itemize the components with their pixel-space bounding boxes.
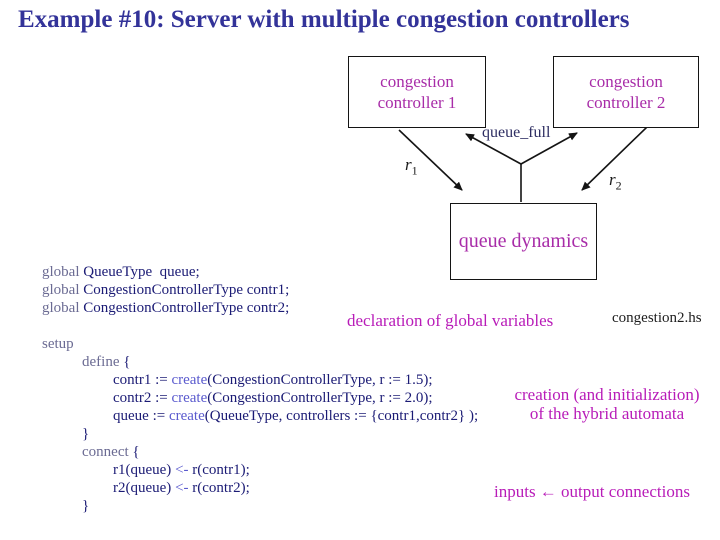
page-title: Example #10: Server with multiple conges… — [18, 6, 630, 33]
code-text: CongestionControllerType contr2; — [83, 300, 290, 316]
r2-label: r2 — [609, 170, 622, 193]
code-keyword: connect — [82, 444, 133, 460]
code-line: global QueueType queue; — [42, 263, 478, 281]
annotation-creation-line2: of the hybrid automata — [529, 404, 685, 423]
code-line: global CongestionControllerType contr2; — [42, 299, 478, 317]
code-text: r2(queue) — [113, 480, 176, 496]
code-line: } — [42, 497, 478, 515]
r2-base: r — [609, 170, 616, 189]
filename-label: congestion2.hs — [612, 310, 702, 326]
box-label-line: congestion — [380, 72, 454, 91]
queue-dynamics-box: queue dynamics — [450, 203, 597, 280]
code-line: setup — [42, 335, 478, 353]
code-keyword: define — [82, 354, 124, 370]
code-text: (CongestionControllerType, r := 2.0); — [207, 390, 433, 406]
box-label-line: queue dynamics — [458, 230, 589, 252]
code-text: r(contr1); — [192, 462, 250, 478]
code-keyword: global — [42, 282, 84, 298]
code-line: queue := create(QueueType, controllers :… — [42, 407, 478, 425]
code-builtin: create — [171, 390, 208, 406]
code-text: QueueType queue; — [83, 264, 200, 280]
code-keyword: global — [42, 300, 84, 316]
code-line: } — [42, 425, 478, 443]
code-text: queue := — [113, 408, 169, 424]
code-text: contr1 := — [113, 372, 172, 388]
box-label-line: congestion — [589, 72, 663, 91]
code-text: contr2 := — [113, 390, 172, 406]
code-text: CongestionControllerType contr1; — [83, 282, 290, 298]
annotation-inputs: inputs ← output connections — [494, 482, 690, 501]
queue-full-label: queue_full — [482, 124, 551, 141]
code-text: } — [82, 426, 90, 442]
code-line: contr2 := create(CongestionControllerTyp… — [42, 389, 478, 407]
annotation-creation: creation (and initialization) of the hyb… — [499, 385, 715, 423]
code-line: r2(queue) <- r(contr2); — [42, 479, 478, 497]
code-line: r1(queue) <- r(contr1); — [42, 461, 478, 479]
code-text: { — [123, 354, 131, 370]
box-label-line: controller 1 — [377, 93, 457, 112]
r1-sub: 1 — [411, 163, 418, 178]
code-line: global CongestionControllerType contr1; — [42, 281, 478, 299]
code-line: contr1 := create(CongestionControllerTyp… — [42, 371, 478, 389]
r1-base: r — [405, 155, 412, 174]
code-text: } — [82, 498, 90, 514]
congestion-controller-2-box: congestion controller 2 — [553, 56, 699, 128]
code-text: { — [132, 444, 140, 460]
code-text: r1(queue) — [113, 462, 176, 478]
code-block: global QueueType queue;global Congestion… — [42, 263, 478, 515]
code-keyword: global — [42, 264, 84, 280]
annotation-creation-line1: creation (and initialization) — [514, 385, 700, 404]
code-keyword: setup — [42, 336, 74, 352]
code-text: r(contr2); — [192, 480, 250, 496]
code-line: define { — [42, 353, 478, 371]
code-builtin: <- — [175, 462, 193, 478]
code-builtin: create — [171, 372, 208, 388]
code-text: (QueueType, controllers := {contr1,contr… — [204, 408, 479, 424]
code-builtin: <- — [175, 480, 193, 496]
box-label-line: controller 2 — [586, 93, 666, 112]
code-text: (CongestionControllerType, r := 1.5); — [207, 372, 433, 388]
code-builtin: create — [168, 408, 205, 424]
r2-sub: 2 — [615, 178, 622, 193]
congestion-controller-1-box: congestion controller 1 — [348, 56, 486, 128]
annotation-declaration: declaration of global variables — [347, 311, 554, 330]
code-line: connect { — [42, 443, 478, 461]
r1-label: r1 — [405, 155, 418, 178]
